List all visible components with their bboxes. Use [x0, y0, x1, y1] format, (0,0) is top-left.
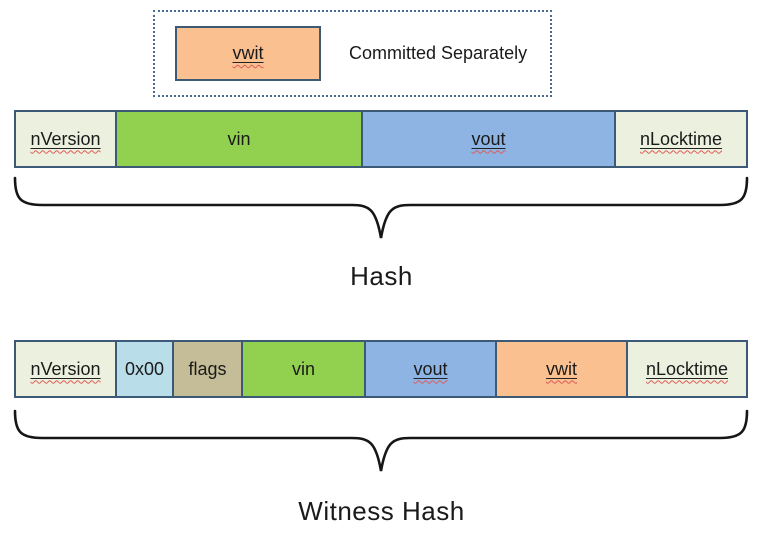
field-cell-vin: vin [117, 112, 363, 166]
field-cell-vin: vin [243, 342, 366, 396]
field-label: vwit [546, 358, 577, 379]
field-cell-nversion: nVersion [16, 112, 117, 166]
hash-section-label: Hash [350, 261, 413, 291]
underline-wrap: nLocktime [646, 359, 728, 380]
field-label: nVersion [30, 128, 101, 149]
underline-wrap: vout [471, 129, 505, 150]
underline-wrap: vwit [233, 43, 264, 64]
underline-wrap: nVersion [30, 129, 100, 150]
field-cell-nlocktime: nLocktime [616, 112, 746, 166]
field-cell-nversion: nVersion [16, 342, 117, 396]
field-cell-nlocktime: nLocktime [628, 342, 746, 396]
underline-wrap: nLocktime [640, 129, 722, 150]
legend-swatch-label: vwit [232, 43, 264, 63]
field-cell-vwit: vwit [497, 342, 628, 396]
legend-caption: Committed Separately [349, 43, 528, 63]
field-label: vout [471, 128, 506, 149]
field-cell-vout: vout [366, 342, 497, 396]
witness-hash-section-label: Witness Hash [298, 496, 465, 526]
hash-field-row: nVersion vin vout nLocktime [14, 110, 748, 168]
field-label: 0x00 [124, 358, 165, 379]
field-label: vout [413, 358, 448, 379]
underline-wrap: nVersion [30, 359, 100, 380]
field-cell-0x00: 0x00 [117, 342, 174, 396]
field-label: nLocktime [639, 128, 723, 149]
witness-hash-brace [13, 409, 749, 472]
legend-box: vwit Committed Separately [153, 10, 552, 97]
underline-wrap: vout [413, 359, 447, 380]
field-cell-vout: vout [363, 112, 616, 166]
field-cell-flags: flags [174, 342, 243, 396]
hash-brace [13, 176, 749, 239]
field-label: vin [291, 358, 315, 379]
field-label: flags [188, 358, 227, 379]
field-label: nLocktime [645, 358, 729, 379]
underline-wrap: vwit [546, 359, 577, 380]
field-label: nVersion [30, 358, 101, 379]
legend-vwit-swatch: vwit [175, 26, 321, 81]
witness-field-row: nVersion 0x00 flags vin vout vwit nLockt… [14, 340, 748, 398]
field-label: vin [227, 128, 251, 149]
